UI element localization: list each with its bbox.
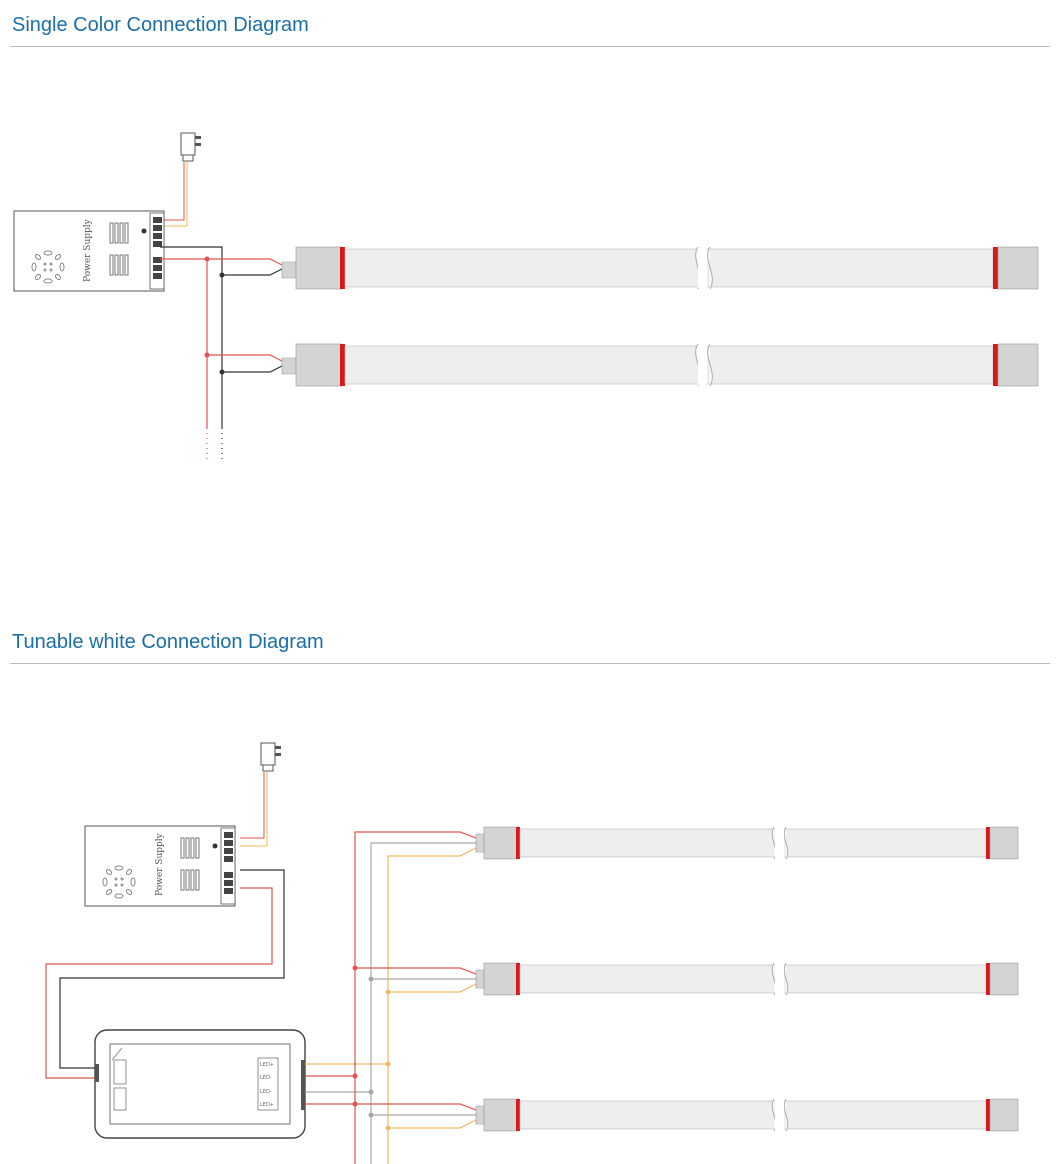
led-strip <box>475 1098 1019 1132</box>
section-divider <box>10 663 1050 664</box>
section-divider <box>10 46 1050 47</box>
output-wiring <box>160 246 283 460</box>
led-strip <box>281 343 1039 387</box>
controller-port-label: LED- <box>260 1089 272 1095</box>
controller: LED+ LED- LED- LED+ <box>94 1029 306 1139</box>
psu-to-controller-wiring <box>45 869 285 1079</box>
section-title-single-color: Single Color Connection Diagram <box>12 14 309 36</box>
power-supply-label: Power Supply <box>83 218 93 282</box>
power-supply: Power Supply <box>84 825 236 907</box>
led-strip <box>281 246 1039 290</box>
tunable-white-diagram: Power Supply LED+ LED- LED- LED+ <box>45 742 1019 1164</box>
controller-port-label: LED+ <box>260 1102 274 1108</box>
section-title-tunable-white: Tunable white Connection Diagram <box>12 631 324 653</box>
power-supply: Power Supply <box>13 210 165 292</box>
single-color-diagram: Power Supply <box>13 132 1039 460</box>
led-strip <box>475 826 1019 860</box>
led-strip <box>475 962 1019 996</box>
controller-output-wiring <box>305 831 477 1164</box>
ac-plug-icon <box>160 132 202 227</box>
controller-port-label: LED- <box>260 1075 272 1081</box>
power-supply-label: Power Supply <box>155 832 165 896</box>
ac-plug-icon <box>240 742 282 847</box>
controller-port-label: LED+ <box>260 1062 274 1068</box>
